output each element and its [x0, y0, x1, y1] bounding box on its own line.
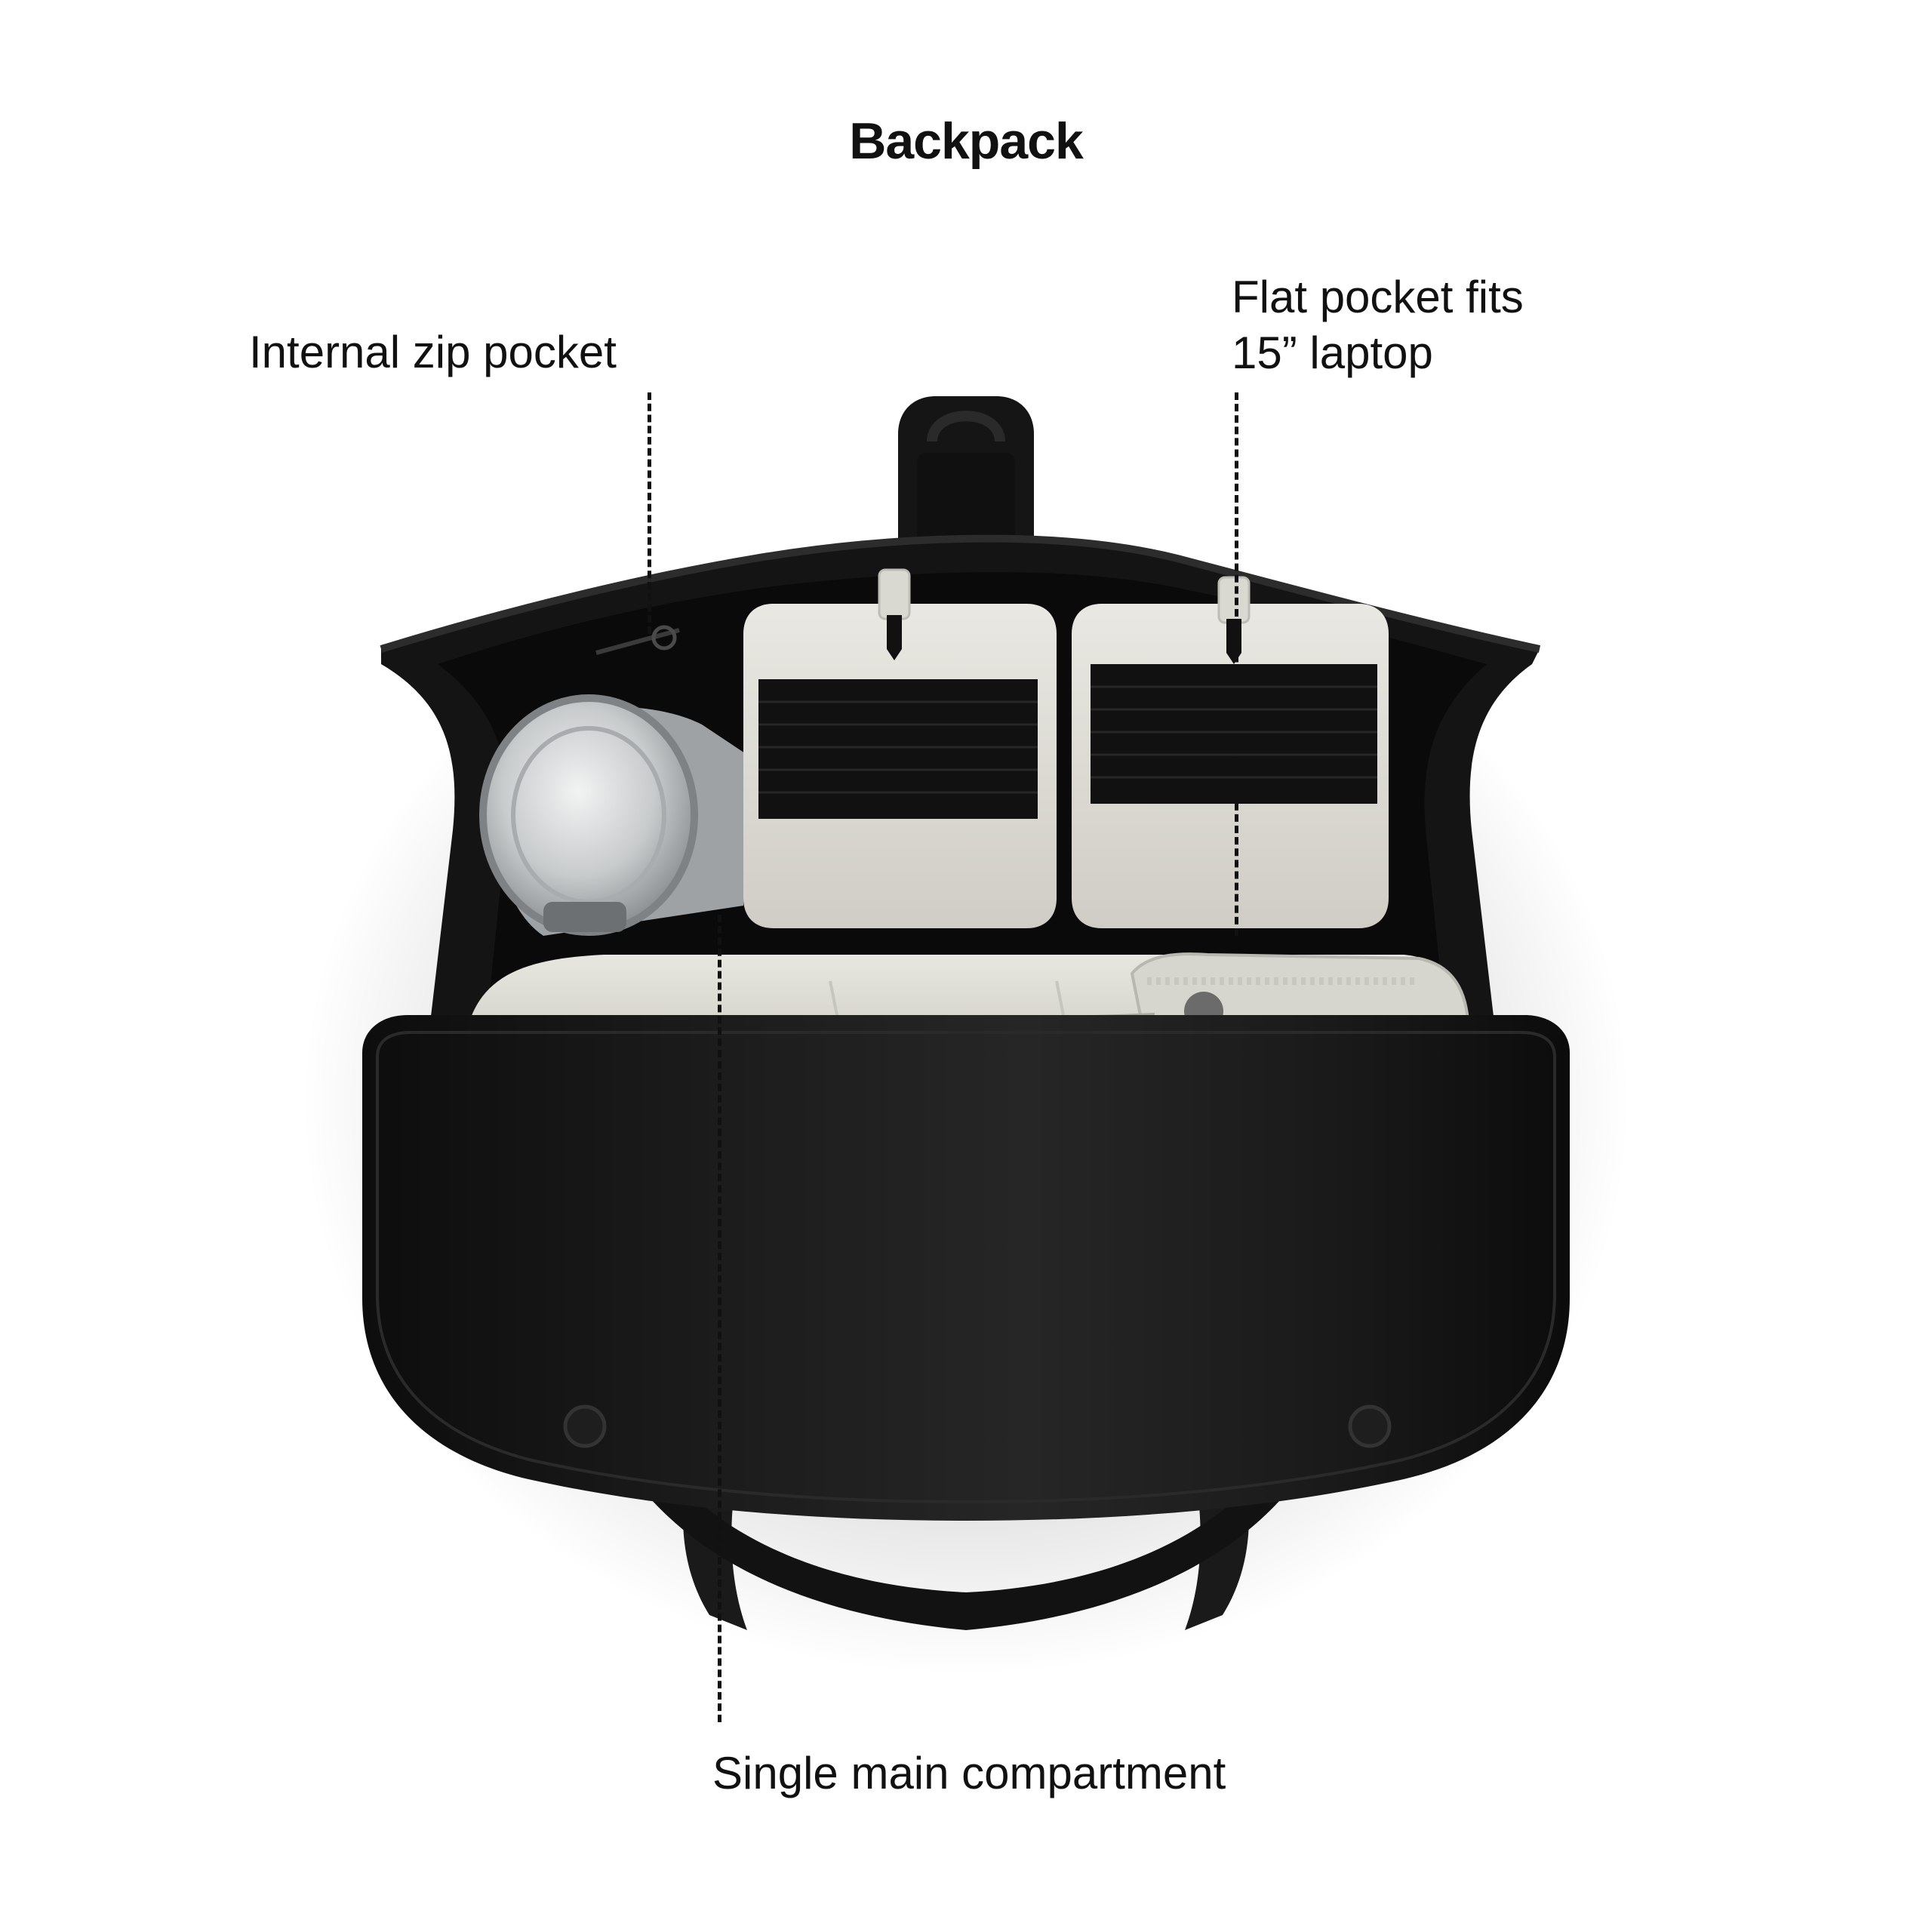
organizer-pouch-right — [1072, 576, 1389, 928]
steel-bottle — [479, 694, 747, 936]
callout-laptop-pocket: Flat pocket fits 15” laptop — [1232, 269, 1524, 381]
front-flap — [362, 1015, 1570, 1521]
handle-d-ring — [927, 411, 1005, 442]
callout-internal-zip-pocket: Internal zip pocket — [249, 327, 617, 377]
leader-line-main-compartment — [718, 915, 721, 1722]
magnetic-clasp-left — [563, 1404, 607, 1448]
zip-pull — [651, 625, 677, 651]
page-title: Backpack — [849, 112, 1084, 170]
internal-zip-pocket — [595, 628, 680, 655]
flap-stitch — [376, 1031, 1556, 1504]
magnetic-clasp-right — [1348, 1404, 1392, 1448]
strap-loop — [619, 1449, 1313, 1630]
leader-line-laptop-pocket — [1235, 392, 1238, 936]
callout-laptop-line1: Flat pocket fits — [1232, 272, 1524, 322]
callout-laptop-line2: 15” laptop — [1232, 328, 1433, 378]
leader-line-zip-pocket — [648, 392, 651, 634]
callout-main-compartment: Single main compartment — [712, 1748, 1226, 1798]
organizer-pouch-left — [743, 568, 1057, 928]
